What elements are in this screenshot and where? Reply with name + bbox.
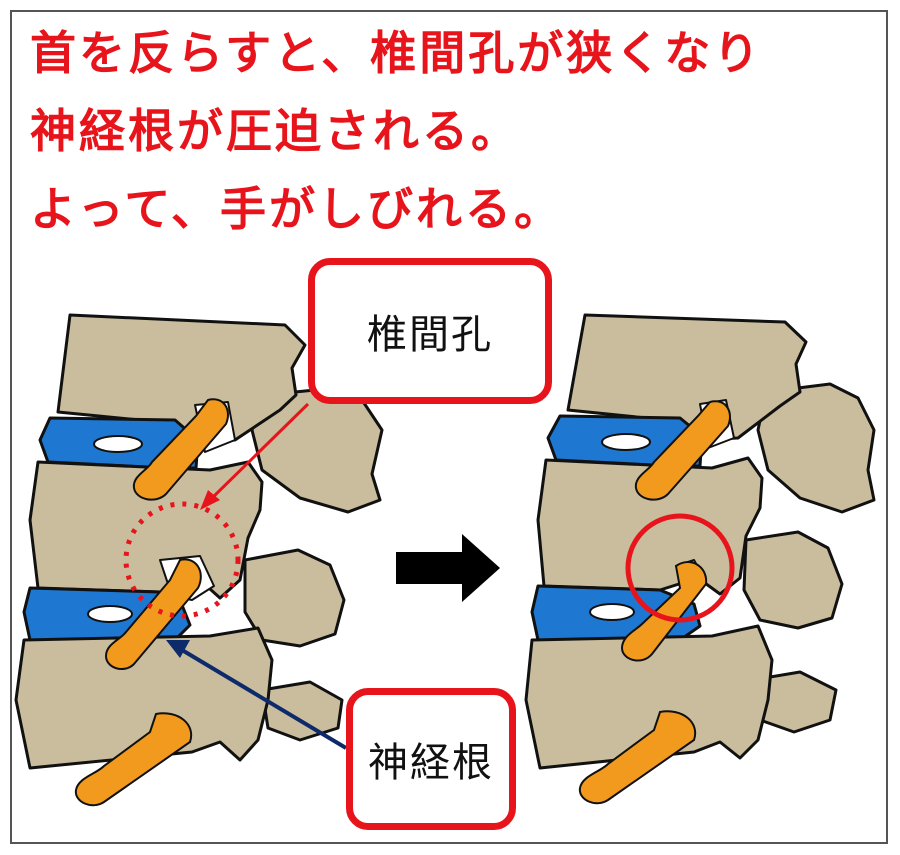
callout-foramen: 椎間孔: [308, 258, 552, 404]
facet-middle-right: [744, 532, 842, 628]
spine-right: [526, 315, 874, 768]
disc-nucleus-upper-left: [94, 436, 142, 452]
label-foramen: 椎間孔: [367, 302, 493, 360]
callout-nerve-root: 神経根: [346, 688, 516, 830]
heading-line-3: よって、手がしびれる。: [30, 186, 563, 232]
label-nerve-root: 神経根: [368, 730, 494, 788]
disc-nucleus-lower-left: [88, 606, 132, 622]
facet-lower-left: [262, 682, 342, 740]
heading-line-2: 神経根が圧迫される。: [30, 108, 520, 154]
disc-nucleus-upper-right: [602, 434, 650, 450]
disc-nucleus-lower-right: [590, 604, 634, 620]
transition-arrow: [396, 534, 500, 602]
heading-line-1: 首を反らすと、椎間孔が狭くなり: [30, 30, 762, 76]
